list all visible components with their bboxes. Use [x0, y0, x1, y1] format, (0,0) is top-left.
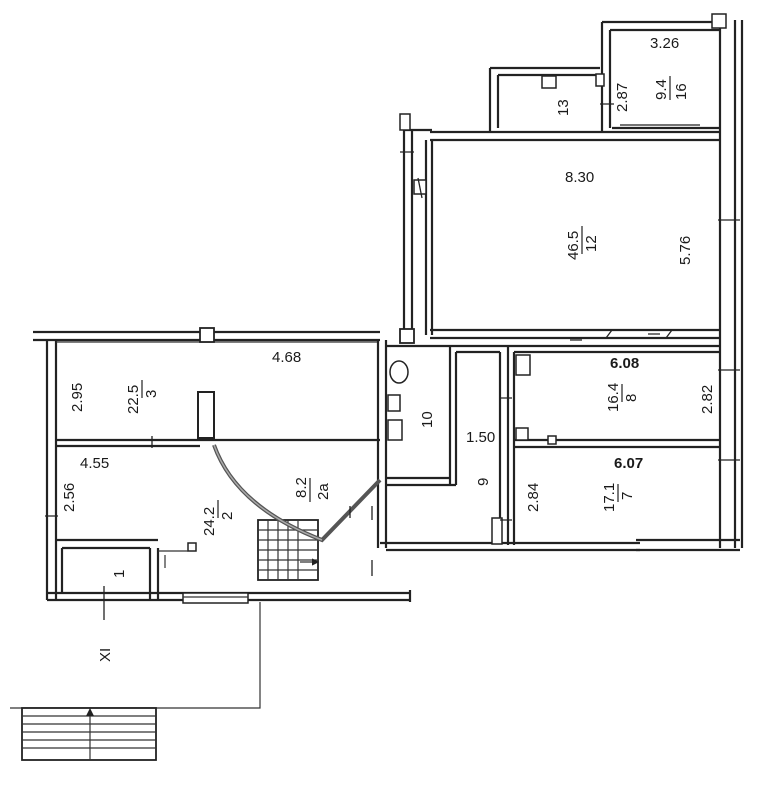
room-2: 4.55 2.56 2 24.2 [61, 455, 236, 536]
exterior-walls [33, 20, 744, 602]
room-7-area: 17.1 [601, 483, 618, 512]
room-2a-area: 8.2 [293, 477, 310, 498]
room-3-height: 2.95 [69, 383, 86, 412]
room-13: 13 [555, 99, 572, 116]
area-XI-number: XI [97, 648, 114, 662]
room-16-area: 9.4 [653, 79, 670, 100]
room-16-width: 3.26 [650, 35, 679, 52]
room-10-number: 10 [419, 411, 436, 428]
room-3-area: 22.5 [125, 385, 142, 414]
room-12-height: 5.76 [677, 236, 694, 265]
room-7-width: 6.07 [614, 455, 643, 472]
room-12-width: 8.30 [565, 169, 594, 186]
room-8-width: 6.08 [610, 355, 639, 372]
room-8-number: 8 [623, 394, 640, 402]
room-16-height: 2.87 [614, 83, 631, 112]
staircase [257, 519, 320, 581]
room-7-number: 7 [619, 492, 636, 500]
room-8-height: 2.82 [699, 385, 716, 414]
room-2-number: 2 [219, 512, 236, 520]
room-1: 1 [103, 570, 128, 620]
room-9-width: 1.50 [466, 429, 495, 446]
room-13-number: 13 [555, 99, 572, 116]
room-3-number: 3 [143, 390, 160, 398]
area-XI: XI [97, 648, 114, 662]
room-12-number: 12 [583, 235, 600, 252]
room-2-height: 2.56 [61, 483, 78, 512]
room-2-area: 24.2 [201, 507, 218, 536]
room-9-number: 9 [475, 478, 492, 486]
room-8-area: 16.4 [605, 383, 622, 412]
room-1-number: 1 [111, 570, 128, 578]
structural-details [10, 13, 740, 761]
room-2a: 2a 8.2 [293, 477, 332, 502]
room-3-width: 4.68 [272, 349, 301, 366]
room-16: 3.26 2.87 16 9.4 [614, 35, 690, 112]
room-10: 10 [419, 411, 436, 428]
room-16-number: 16 [673, 83, 690, 100]
room-2a-number: 2a [315, 483, 332, 500]
room-12: 8.30 5.76 12 46.5 [565, 169, 694, 265]
room-7: 6.07 2.84 7 17.1 [525, 455, 643, 512]
entrance-stairs [21, 707, 157, 761]
room-2-width: 4.55 [80, 455, 109, 472]
room-8: 6.08 2.82 8 16.4 [605, 355, 716, 414]
room-3: 4.68 2.95 3 22.5 [69, 349, 301, 414]
room-12-area: 46.5 [565, 231, 582, 260]
room-9: 1.50 9 [466, 429, 495, 486]
room-7-height: 2.84 [525, 483, 542, 512]
